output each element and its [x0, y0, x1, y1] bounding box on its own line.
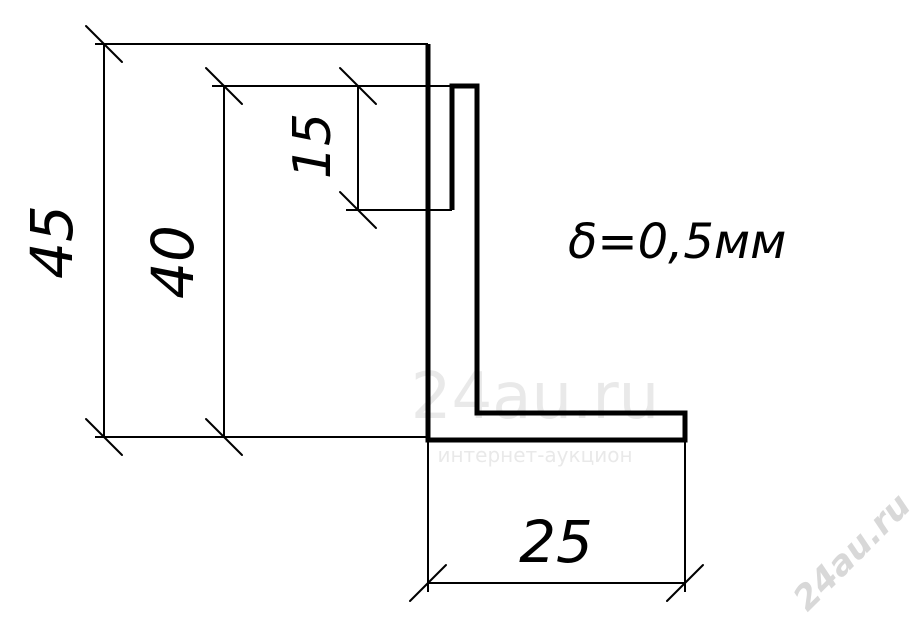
thickness-note: δ=0,5мм [568, 214, 786, 270]
corner-watermark: 24au.ru [786, 486, 912, 619]
watermark-logo: 24au.ru [411, 360, 659, 434]
dimension-label-40: 40 [139, 225, 207, 299]
tick-40-top [205, 67, 243, 105]
tick-40-bottom [205, 418, 243, 456]
center-watermark: 24au.ru интернет-аукцион [411, 360, 659, 467]
dimension-40: 40 [139, 67, 452, 456]
dimension-45: 45 [18, 25, 428, 456]
profile-outline [425, 44, 688, 443]
tick-45-top [85, 25, 123, 63]
tick-15-top [339, 67, 377, 105]
tick-15-bottom [339, 191, 377, 229]
tick-45-bottom [85, 418, 123, 456]
tick-25-left [409, 564, 447, 602]
dimension-label-25: 25 [519, 508, 593, 576]
dimension-25: 25 [409, 440, 704, 602]
tick-25-right [666, 564, 704, 602]
dimension-label-45: 45 [18, 205, 86, 279]
watermark-caption: интернет-аукцион [437, 443, 632, 467]
dimension-15: 15 [283, 67, 452, 229]
dimension-label-15: 15 [283, 113, 343, 179]
